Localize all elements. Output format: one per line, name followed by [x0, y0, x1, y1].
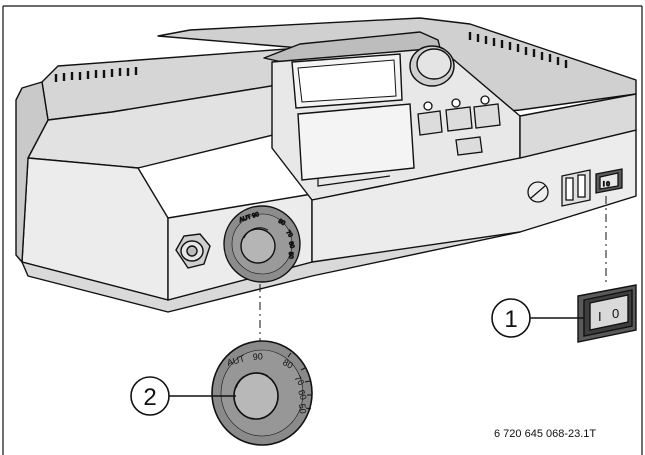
push-button-small [455, 136, 483, 156]
switch-off-symbol: 0 [612, 306, 619, 321]
svg-text:50: 50 [287, 252, 293, 260]
temperature-dial-detail: AUT 90 80 70 60 50 [211, 340, 313, 446]
dial-label-80: 80 [281, 357, 295, 371]
fitting-nut-icon [175, 233, 211, 269]
callout-1: 1 [491, 298, 584, 338]
power-switch-detail: I 0 [577, 284, 637, 343]
vent-slots-left [54, 67, 138, 82]
switch-on-symbol: I [598, 309, 602, 324]
callout-1-number: 1 [504, 306, 517, 333]
push-buttons [417, 95, 501, 156]
socket-icon [561, 169, 591, 207]
display-screen [297, 59, 397, 103]
push-button-1 [417, 101, 443, 136]
svg-text:70: 70 [284, 230, 293, 239]
figure-frame [2, 5, 643, 455]
svg-text:60: 60 [287, 241, 295, 250]
push-button-3 [473, 95, 501, 129]
dial-label-90: 90 [252, 351, 263, 362]
dial-label-70: 70 [292, 373, 306, 387]
left-housing-side [15, 81, 49, 263]
control-knob-top [409, 45, 455, 87]
svg-text:80: 80 [277, 219, 286, 228]
info-panel-detail [317, 175, 391, 187]
callout-2: 2 [130, 376, 236, 416]
dial-tick-marks [287, 352, 312, 410]
right-housing-top [519, 93, 637, 159]
power-switch-small-icon: I 0 [595, 168, 623, 194]
info-panel [297, 103, 415, 181]
dial-label-60: 60 [296, 389, 309, 402]
temperature-dial-small: AUT 90 80 70 60 50 [223, 205, 301, 283]
vent-slots-right [468, 32, 568, 68]
dial-label-50: 50 [297, 403, 308, 414]
dial-label-aut: AUT [226, 353, 247, 368]
svg-text:I 0: I 0 [603, 182, 610, 188]
push-button-2 [445, 98, 473, 132]
figure-code: 6 720 645 068-23.1T [494, 428, 596, 440]
right-panel-controls: I 0 [527, 168, 623, 207]
callout-2-number: 2 [143, 384, 156, 411]
